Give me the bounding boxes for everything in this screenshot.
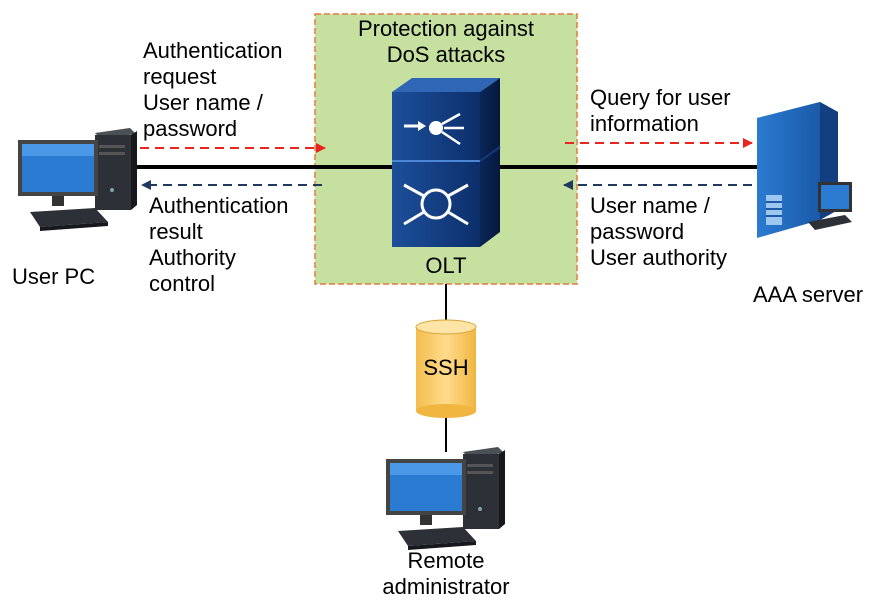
auth-result-line: result — [149, 219, 203, 244]
aaa-response-text: User name / password User authority — [590, 193, 727, 271]
auth-request-text: Authentication request User name / passw… — [143, 38, 282, 142]
aaa-response-line: User authority — [590, 245, 727, 270]
query-line: Query for user — [590, 85, 731, 110]
aaa-server-label: AAA server — [753, 282, 864, 307]
aaa-response-line: User name / — [590, 193, 710, 218]
remote-admin-label: Remote administrator — [346, 548, 546, 600]
auth-request-line: User name / — [143, 90, 263, 115]
remote-admin-line2: administrator — [382, 574, 510, 599]
auth-request-line: Authentication — [143, 38, 283, 63]
user-pc-label: User PC — [12, 264, 96, 289]
aaa-response-line: password — [590, 219, 685, 244]
ssh-cylinder-icon — [415, 319, 477, 418]
protection-title: Protection against DoS attacks — [315, 16, 577, 68]
auth-request-line: password — [143, 116, 238, 141]
aaa-server-icon — [757, 102, 852, 238]
auth-result-line: control — [149, 271, 216, 296]
olt-device-icon — [392, 78, 501, 247]
olt-label: OLT — [425, 253, 467, 278]
query-line: information — [590, 111, 699, 136]
auth-result-line: Authority — [149, 245, 236, 270]
auth-request-line: request — [143, 64, 217, 89]
auth-result-text: Authentication result Authority control — [149, 193, 288, 297]
auth-result-line: Authentication — [149, 193, 289, 218]
ssh-label: SSH — [423, 355, 469, 380]
remote-admin-pc-icon — [386, 447, 505, 550]
remote-admin-line1: Remote — [407, 548, 485, 573]
user-pc-icon — [18, 128, 137, 231]
protection-title-line1: Protection against — [357, 16, 535, 41]
query-text: Query for user information — [590, 85, 731, 137]
protection-title-line2: DoS attacks — [386, 42, 506, 67]
